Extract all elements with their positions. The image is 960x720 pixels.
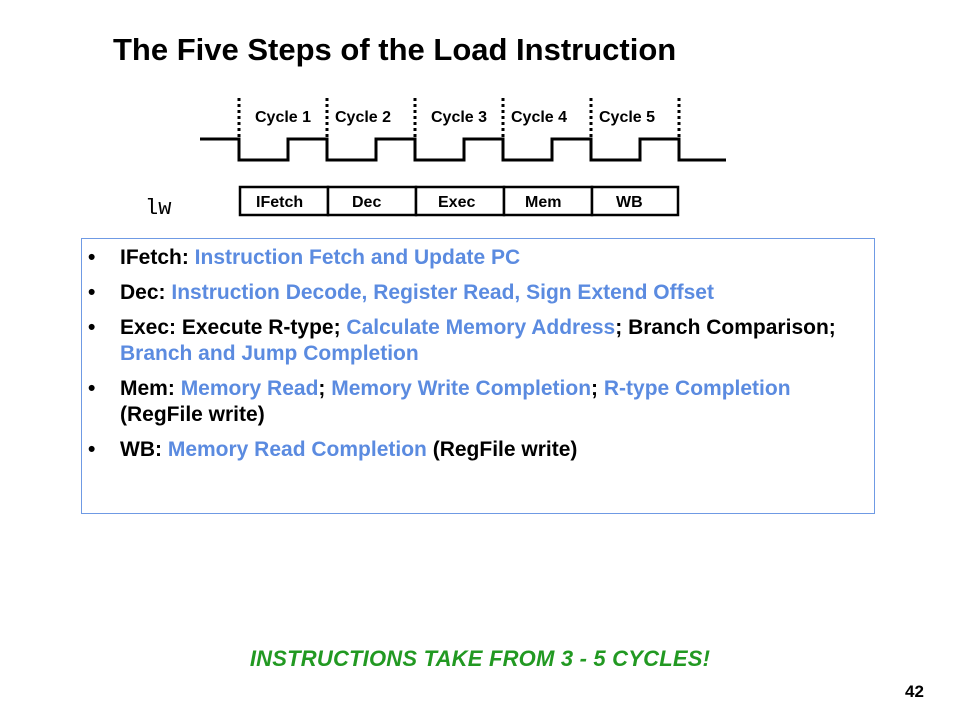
instruction-label: lw	[145, 196, 171, 221]
page-number: 42	[905, 682, 924, 701]
step-description: Memory Read	[180, 377, 319, 400]
step-description: Memory Write Completion	[331, 377, 592, 400]
stage-label-wb: WB	[616, 194, 643, 211]
step-description: Memory Read Completion	[167, 438, 427, 461]
step-description: R-type Completion	[603, 377, 791, 400]
step-item: • IFetch: Instruction Fetch and Update PC	[88, 245, 868, 271]
stage-label-exec: Exec	[438, 194, 475, 211]
step-text: (RegFile write)	[120, 403, 265, 426]
timing-diagram: Cycle 1 Cycle 2 Cycle 3 Cycle 4 Cycle 5 …	[145, 98, 726, 221]
cycle-label-4: Cycle 4	[511, 109, 567, 126]
bullet-dot: •	[88, 316, 96, 339]
cycle-label-1: Cycle 1	[255, 109, 311, 126]
bullet-dot: •	[88, 246, 96, 269]
stage-boxes	[238, 185, 680, 217]
step-text: Exec: Execute R-type;	[120, 316, 347, 339]
footer-note: INSTRUCTIONS TAKE FROM 3 - 5 CYCLES!	[249, 646, 711, 671]
step-description: Calculate Memory Address	[346, 316, 616, 339]
step-text: ;	[318, 377, 332, 400]
stage-label-ifetch: IFetch	[256, 194, 303, 211]
step-description: Instruction Fetch and Update PC	[194, 246, 521, 269]
bullet-dot: •	[88, 438, 96, 461]
step-item: • WB: Memory Read Completion (RegFile wri…	[88, 437, 868, 463]
stage-box-wb	[590, 185, 680, 217]
bullet-dot: •	[88, 377, 96, 400]
step-description: Instruction Decode, Register Read, Sign …	[171, 281, 714, 304]
cycle-label-3: Cycle 3	[431, 109, 487, 126]
stage-label-mem: Mem	[525, 194, 561, 211]
cycle-boundaries	[237, 98, 681, 160]
step-text: (RegFile write)	[426, 438, 578, 461]
steps-box: • IFetch: Instruction Fetch and Update PC…	[81, 238, 875, 514]
step-text: ; Branch Comparison;	[615, 316, 836, 339]
bullet-dot: •	[88, 281, 96, 304]
cycle-label-2: Cycle 2	[335, 109, 391, 126]
cycle-label-5: Cycle 5	[599, 109, 655, 126]
step-text: ;	[591, 377, 604, 400]
stage-label-dec: Dec	[352, 194, 381, 211]
step-item: • Mem: Memory Read; Memory Write Completi…	[88, 376, 868, 428]
stage-box-exec	[414, 185, 506, 217]
step-text: Dec:	[120, 281, 172, 304]
step-description: Branch and Jump Completion	[120, 342, 419, 365]
slide-title: The Five Steps of the Load Instruction	[113, 32, 677, 67]
clock-waveform	[200, 137, 726, 162]
step-text: Mem:	[120, 377, 181, 400]
step-text: IFetch:	[120, 246, 195, 269]
step-item: • Dec: Instruction Decode, Register Read,…	[88, 280, 868, 306]
step-text: WB:	[120, 438, 168, 461]
step-item: • Exec: Execute R-type; Calculate Memory …	[88, 315, 868, 367]
steps-list: • IFetch: Instruction Fetch and Update PC…	[88, 245, 868, 472]
